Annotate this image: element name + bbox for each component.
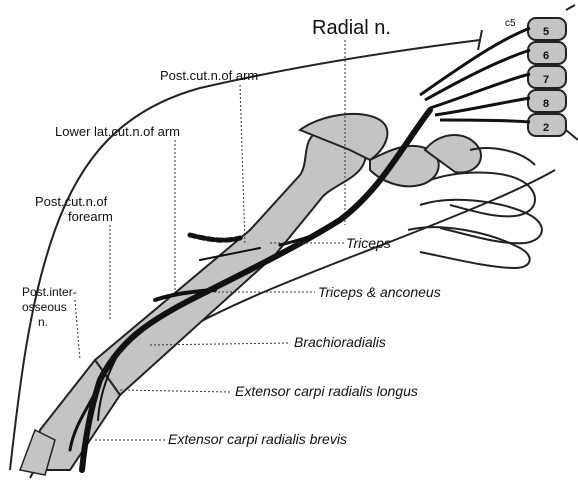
label-vertebra-7: 7 xyxy=(543,74,549,86)
label-post-interosseous-3: n. xyxy=(38,315,48,329)
label-ecr-longus: Extensor carpi radialis longus xyxy=(235,383,418,399)
forearm-bones xyxy=(20,360,120,475)
label-radial-nerve: Radial n. xyxy=(312,17,391,39)
label-brachioradialis: Brachioradialis xyxy=(294,334,386,350)
label-post-interosseous-1: Post.inter- xyxy=(22,285,77,299)
label-post-cut-forearm-1: Post.cut.n.of xyxy=(35,194,108,209)
vertebral-column xyxy=(528,5,578,140)
label-vertebra-t2: 2 xyxy=(543,122,549,134)
label-vertebra-5: 5 xyxy=(543,26,549,38)
label-vertebra-c5: c5 xyxy=(505,18,516,29)
label-triceps-anconeus: Triceps & anconeus xyxy=(318,284,441,300)
humerus-bone xyxy=(95,121,368,395)
label-lower-lat-cut: Lower lat.cut.n.of arm xyxy=(55,124,180,139)
label-triceps: Triceps xyxy=(346,235,391,251)
plexus-roots xyxy=(420,28,530,122)
label-vertebra-8: 8 xyxy=(543,98,549,110)
label-ecr-brevis: Extensor carpi radialis brevis xyxy=(168,431,347,447)
label-vertebra-6: 6 xyxy=(543,50,549,62)
label-post-cut-arm: Post.cut.n.of arm xyxy=(160,68,258,83)
label-post-interosseous-2: osseous xyxy=(22,300,67,314)
label-post-cut-forearm-2: forearm xyxy=(68,209,113,224)
